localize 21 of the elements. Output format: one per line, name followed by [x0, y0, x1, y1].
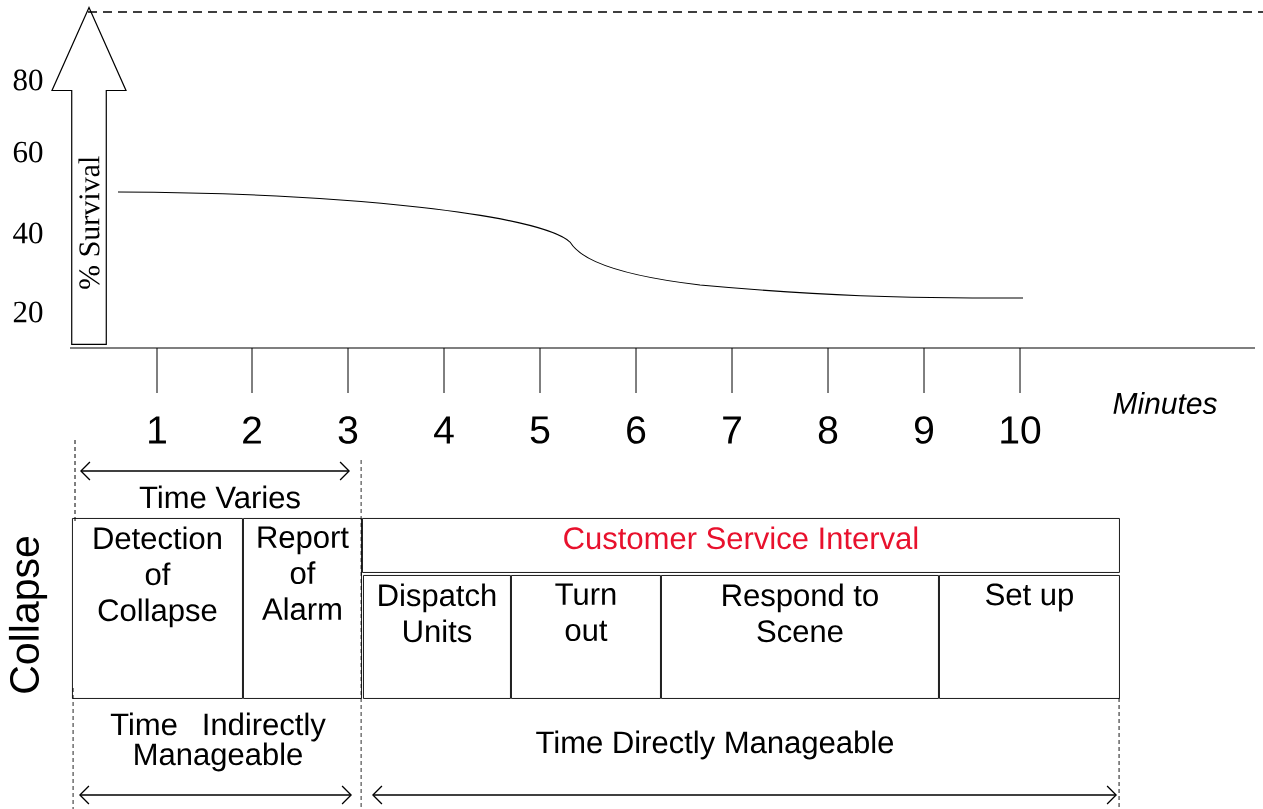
- process-box: Turn out: [511, 575, 661, 699]
- process-box: Report of Alarm: [243, 518, 362, 699]
- axis-tick-label: 9: [915, 416, 933, 444]
- dimension-label: Time Directly Manageable: [536, 730, 894, 760]
- axis-tick-label: 2: [243, 416, 261, 444]
- axis-tick-label: 1: [149, 416, 166, 444]
- process-box: Set up: [939, 575, 1120, 699]
- process-box: Detection of Collapse: [72, 518, 243, 699]
- axis-tick-label: 5: [530, 416, 550, 444]
- interval-header-box: Customer Service Interval: [362, 518, 1120, 573]
- axis-title: Minutes: [1113, 392, 1217, 415]
- axis-tick-label: 4: [434, 416, 454, 444]
- process-box: Dispatch Units: [363, 575, 511, 699]
- dimension-label: Time Varies: [139, 485, 300, 509]
- axis-tick-label: 8: [818, 416, 838, 444]
- axis-tick-label: 10: [1001, 416, 1041, 444]
- dimension-label: Time Indirectly Manageable: [110, 712, 326, 772]
- process-box: Respond to Scene: [661, 575, 939, 699]
- axis-tick-label: 6: [627, 416, 646, 444]
- axis-tick-label: 7: [723, 416, 741, 444]
- axis-tick-label: 3: [338, 416, 358, 444]
